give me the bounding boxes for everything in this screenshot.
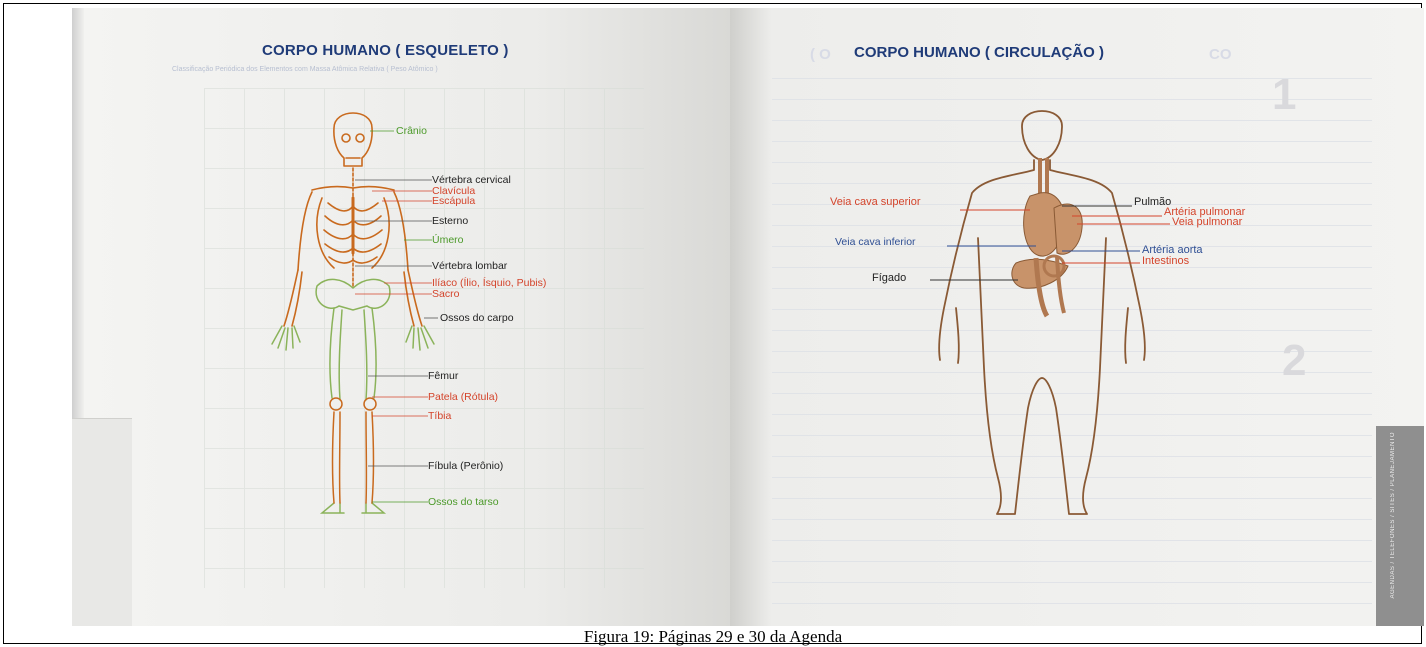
label-veia-cava-inferior: Veia cava inferior bbox=[835, 236, 916, 248]
agenda-photo: CORPO HUMANO ( ESQUELETO ) Classificação… bbox=[72, 8, 1424, 626]
label-veia-pulmonar: Veia pulmonar bbox=[1172, 216, 1242, 228]
figure-caption: Figura 19: Páginas 29 e 30 da Agenda bbox=[0, 627, 1426, 647]
figure-frame: CORPO HUMANO ( ESQUELETO ) Classificação… bbox=[3, 3, 1422, 644]
label-figado: Fígado bbox=[872, 272, 906, 284]
label-veia-cava-superior: Veia cava superior bbox=[830, 196, 921, 208]
circulation-illustration bbox=[72, 8, 1424, 626]
side-tab-text: AGENDAS / TELEFONES / SITES / PLANEJAMEN… bbox=[1390, 432, 1396, 598]
section-side-tab: AGENDAS / TELEFONES / SITES / PLANEJAMEN… bbox=[1376, 426, 1424, 626]
label-intestinos: Intestinos bbox=[1142, 255, 1189, 267]
